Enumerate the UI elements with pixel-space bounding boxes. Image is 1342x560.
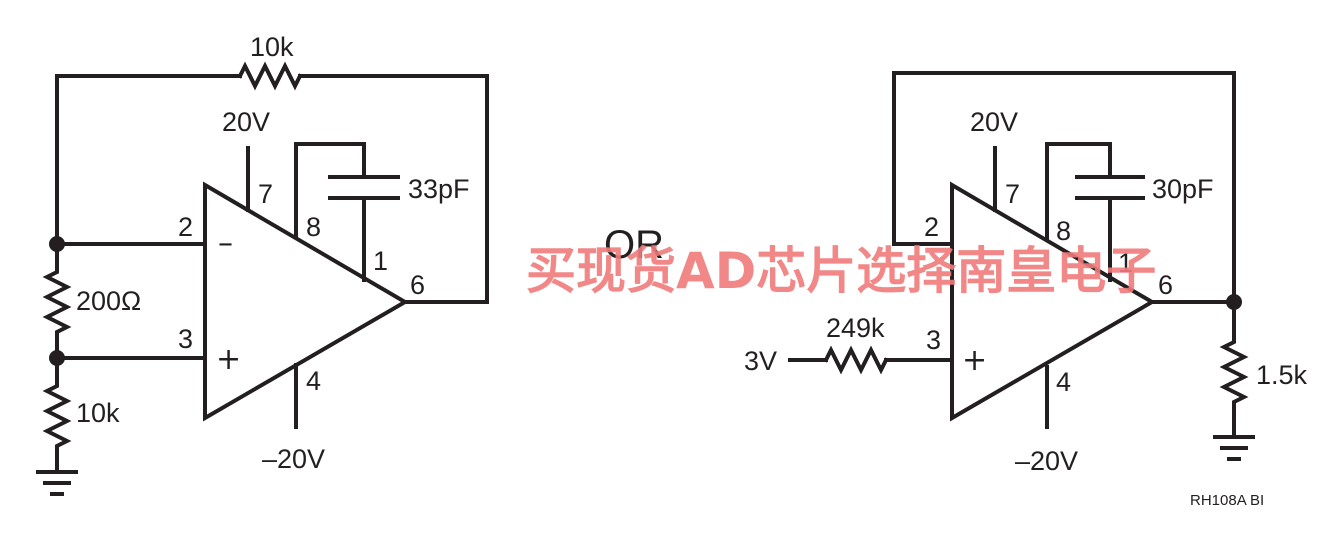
right-feedback-wire bbox=[892, 71, 1236, 304]
left-divider-bottom-label: 10k bbox=[76, 398, 120, 428]
left-vplus-label: 20V bbox=[222, 107, 270, 137]
right-junction-output bbox=[1226, 294, 1242, 310]
right-pin-4: 4 bbox=[1056, 367, 1071, 397]
right-input-voltage-label: 3V bbox=[744, 346, 777, 376]
left-divider-bottom-resistor bbox=[42, 356, 72, 472]
right-compensation-capacitor bbox=[1075, 175, 1145, 200]
right-load-resistor-label: 1.5k bbox=[1256, 360, 1308, 390]
left-pin-3: 3 bbox=[178, 324, 193, 354]
left-vminus-label: –20V bbox=[262, 444, 325, 474]
or-separator: OR bbox=[604, 223, 664, 267]
left-feedback-wire bbox=[55, 74, 489, 304]
left-cap-label: 33pF bbox=[408, 174, 470, 204]
left-compensation-capacitor bbox=[328, 175, 400, 200]
right-pin-3: 3 bbox=[926, 325, 941, 355]
left-ground-symbol bbox=[36, 470, 78, 496]
right-vplus-label: 20V bbox=[970, 107, 1018, 137]
right-noninverting-symbol: + bbox=[962, 343, 987, 378]
right-opamp-triangle bbox=[950, 181, 1156, 422]
left-junction-inverting bbox=[49, 236, 65, 252]
left-divider-top-label: 200Ω bbox=[76, 286, 141, 316]
right-circuit: 20V 30pF 7 8 2 1 6 3 4 + 249k 3V 1.5k –2… bbox=[744, 71, 1308, 476]
right-pin-2: 2 bbox=[924, 212, 939, 242]
left-feedback-resistor bbox=[237, 61, 303, 91]
right-comp-wire bbox=[1045, 142, 1112, 282]
left-pin-7: 7 bbox=[258, 179, 273, 209]
left-pin-2: 2 bbox=[178, 212, 193, 242]
left-circuit: 10k 20V 33pF 7 8 2 1 6 3 4 – + 200Ω 10k … bbox=[36, 32, 489, 496]
right-input-resistor-label: 249k bbox=[826, 313, 885, 343]
left-inverting-symbol: – bbox=[218, 226, 233, 261]
right-load-resistor bbox=[1219, 300, 1249, 437]
left-junction-noninverting bbox=[49, 350, 65, 366]
right-pin-6: 6 bbox=[1158, 270, 1173, 300]
right-input-resistor bbox=[823, 345, 889, 375]
right-pin-7: 7 bbox=[1005, 179, 1020, 209]
left-noninverting-symbol: + bbox=[216, 342, 241, 377]
figure-code: RH108A BI bbox=[1190, 492, 1264, 509]
left-divider-top-resistor bbox=[42, 242, 72, 360]
left-pin-1: 1 bbox=[373, 246, 388, 276]
right-pin-8: 8 bbox=[1056, 216, 1071, 246]
left-pin-8: 8 bbox=[306, 212, 321, 242]
left-pin-4: 4 bbox=[306, 366, 321, 396]
left-pin-6: 6 bbox=[410, 270, 425, 300]
left-comp-wire bbox=[294, 142, 366, 282]
left-opamp-triangle bbox=[203, 181, 409, 422]
right-pin-1: 1 bbox=[1118, 248, 1133, 278]
right-ground-symbol bbox=[1213, 435, 1255, 461]
left-feedback-resistor-label: 10k bbox=[250, 32, 294, 62]
right-cap-label: 30pF bbox=[1152, 174, 1214, 204]
right-vminus-label: –20V bbox=[1015, 446, 1078, 476]
watermark-text: 买现货AD芯片选择南皇电子 bbox=[526, 242, 1156, 300]
